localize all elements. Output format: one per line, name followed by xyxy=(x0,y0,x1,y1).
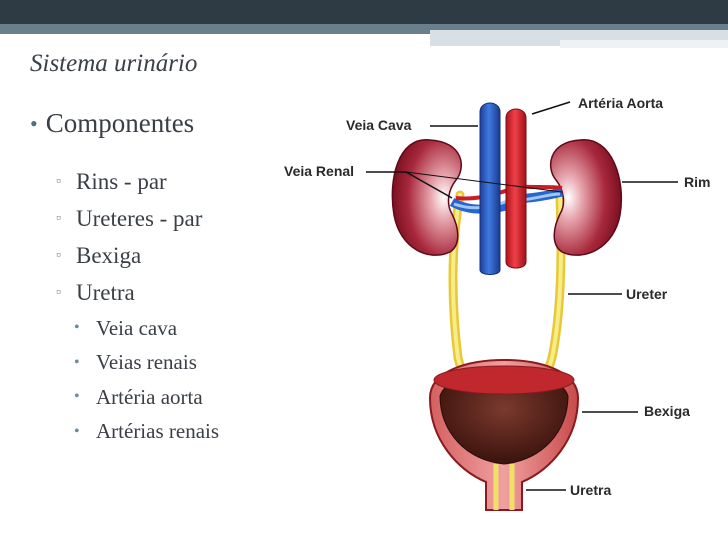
bullet-sub: ▫ Uretra xyxy=(56,274,219,311)
bullet-sub-text: Rins - par xyxy=(76,168,167,194)
slide-title: Sistema urinário xyxy=(30,50,198,77)
bullet-subsub-text: Artérias renais xyxy=(96,419,220,444)
label-uretra: Uretra xyxy=(570,482,612,498)
bullet-main: • Componentes xyxy=(30,108,219,139)
bullet-main-text: Componentes xyxy=(45,108,195,138)
bullet-square-icon: ▫ xyxy=(56,247,61,263)
bullet-subsub: • Veias renais xyxy=(74,346,219,381)
bladder-top xyxy=(433,365,575,395)
bullet-dot-icon: • xyxy=(74,319,80,337)
kidney-right xyxy=(549,139,623,256)
bullet-sub: ▫ Rins - par xyxy=(56,163,219,200)
bullet-sub-text: Bexiga xyxy=(76,242,142,268)
bullet-subsub: • Veia cava xyxy=(74,311,219,346)
title-bar-highlight-2 xyxy=(560,40,728,48)
bullet-dot-icon: • xyxy=(74,388,80,406)
label-ureter: Ureter xyxy=(626,286,668,302)
diagram-illustration xyxy=(366,101,678,511)
kidney-left xyxy=(391,139,463,256)
vena-cava xyxy=(479,102,501,275)
urinary-system-diagram: Artéria Aorta Veia Cava Veia Renal Rim U… xyxy=(270,80,728,520)
bullet-subsub-text: Artéria aorta xyxy=(96,384,203,409)
bullet-sub: ▫ Bexiga xyxy=(56,237,219,274)
bullet-subsub-text: Veia cava xyxy=(96,315,178,340)
bullet-dot-icon: • xyxy=(30,110,38,136)
label-bexiga: Bexiga xyxy=(644,403,690,419)
bullet-list: • Componentes ▫ Rins - par ▫ Ureteres - … xyxy=(30,108,219,449)
bullet-square-icon: ▫ xyxy=(56,210,61,226)
bullet-dot-icon: • xyxy=(74,353,80,371)
bullet-square-icon: ▫ xyxy=(56,173,61,189)
bullet-sub-text: Uretra xyxy=(76,279,135,305)
label-rim: Rim xyxy=(684,174,711,190)
label-arteria-aorta: Artéria Aorta xyxy=(578,95,664,111)
title-bar-dark xyxy=(0,0,728,24)
leader-veia-renal-branch xyxy=(405,171,563,193)
bullet-subsub-text: Veias renais xyxy=(96,350,197,375)
bullet-sub: ▫ Ureteres - par xyxy=(56,200,219,237)
urethra xyxy=(493,464,515,510)
title-bar-accent xyxy=(0,24,728,34)
label-veia-cava: Veia Cava xyxy=(346,117,412,133)
aorta xyxy=(505,108,527,269)
bullet-subsub: • Artérias renais xyxy=(74,415,219,450)
bullet-dot-icon: • xyxy=(74,422,80,440)
leader-arteria-aorta xyxy=(531,101,571,115)
bullet-square-icon: ▫ xyxy=(56,284,61,300)
bullet-sub-text: Ureteres - par xyxy=(76,205,203,231)
label-veia-renal: Veia Renal xyxy=(284,163,355,179)
bullet-subsub: • Artéria aorta xyxy=(74,380,219,415)
